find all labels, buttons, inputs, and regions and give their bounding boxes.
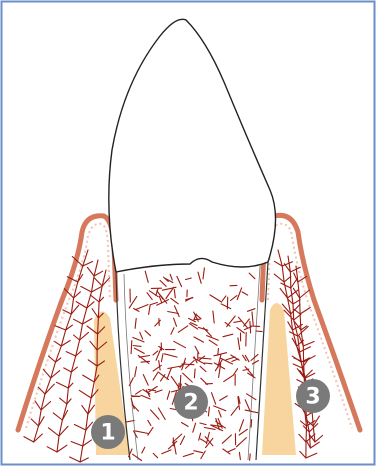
- vessel-segment: [218, 349, 219, 356]
- vessel-segment: [306, 426, 307, 442]
- vessel-segment: [256, 331, 262, 332]
- vessel-segment: [180, 375, 181, 386]
- marker-3-label: 3: [305, 385, 320, 410]
- marker-1: 1: [91, 415, 125, 449]
- marker-2-label: 2: [183, 391, 198, 416]
- vessel-segment: [131, 341, 132, 354]
- marker-2: 2: [174, 385, 208, 419]
- vessel-segment: [250, 454, 251, 460]
- marker-1-label: 1: [100, 421, 115, 446]
- vessel-segment: [300, 298, 301, 314]
- vessel-segment: [194, 369, 195, 378]
- vessel-segment: [97, 334, 98, 350]
- vessel-segment: [98, 302, 99, 318]
- marker-3: 3: [296, 379, 330, 413]
- vessel-segment: [304, 362, 305, 378]
- vessel-segment: [293, 304, 294, 320]
- vessel-segment: [251, 420, 252, 428]
